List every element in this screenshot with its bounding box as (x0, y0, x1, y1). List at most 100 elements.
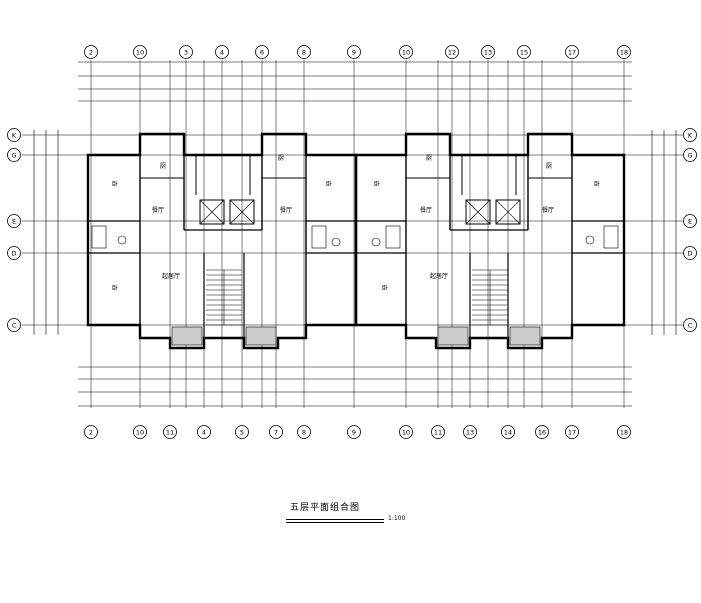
axis-bubble-label: 11 (166, 428, 174, 436)
axis-bubble (399, 425, 413, 439)
room-label: 餐厅 (542, 206, 554, 214)
elevators (199, 199, 521, 225)
axis-bubble-label: 5 (240, 428, 244, 436)
axis-bubble-label: 2 (89, 428, 93, 436)
axis-bubble-label: C (688, 321, 693, 329)
room-label: 起居厅 (162, 272, 180, 280)
axis-bubble (501, 425, 515, 439)
axis-bubble (683, 246, 697, 260)
top-dimension-lines (78, 61, 632, 102)
axis-bubble (517, 45, 531, 59)
axis-bubble-label: 18 (620, 48, 628, 56)
room-label: 餐厅 (152, 206, 164, 214)
axis-bubble (445, 45, 459, 59)
axis-bubble (481, 45, 495, 59)
axis-bubble (7, 148, 21, 162)
bottom-dimension-lines (78, 366, 632, 407)
axis-bubble (197, 425, 211, 439)
axis-bubble-label: 3 (184, 48, 188, 56)
room-label: 卧 (382, 284, 388, 292)
axis-bubble-label: 9 (352, 428, 356, 436)
axis-bubble-label: 9 (352, 48, 356, 56)
axis-bubble-label: 4 (220, 48, 224, 56)
axis-bubble-label: 14 (504, 428, 512, 436)
axis-bubble-label: D (687, 249, 692, 257)
axis-bubble (683, 318, 697, 332)
axis-bubble-label: 13 (484, 48, 492, 56)
axis-bubble-label: 10 (402, 48, 410, 56)
axis-bubble-label: 10 (136, 428, 144, 436)
axis-bubble-label: 10 (402, 428, 410, 436)
axis-bubble-label: 15 (520, 48, 528, 56)
room-labels: 卧 厨 餐厅 起居厅 卧 厨 餐厅 卧 卧 厨 餐厅 起居厅 卧 厨 餐厅 卧 (112, 155, 600, 292)
room-label: 厨 (160, 163, 166, 170)
axis-bubble-label: 4 (202, 428, 206, 436)
axis-bubble-label: 6 (260, 48, 264, 56)
axis-bubble (163, 425, 177, 439)
title-underline-thin (286, 522, 384, 523)
room-label: 餐厅 (280, 206, 292, 214)
vertical-axis-lines (90, 60, 625, 408)
axis-bubble (683, 214, 697, 228)
axis-bubble-label: 8 (302, 428, 306, 436)
axis-bubble (179, 45, 193, 59)
axis-bubble (683, 128, 697, 142)
axis-bubble (617, 425, 631, 439)
axis-bubble (535, 425, 549, 439)
axis-bubble (133, 45, 147, 59)
axis-bubble (565, 45, 579, 59)
axis-bubble-label: E (12, 217, 16, 225)
axis-bubble-label: 17 (568, 48, 576, 56)
axis-bubble-label: C (12, 321, 17, 329)
room-label: 卧 (112, 180, 118, 188)
room-label: 起居厅 (430, 272, 448, 280)
balconies (171, 326, 541, 346)
axis-bubble-label: G (11, 151, 16, 159)
room-label: 卧 (374, 180, 380, 188)
axis-bubble-label: K (688, 131, 693, 139)
axis-bubble-label: G (687, 151, 692, 159)
building-walls (86, 132, 626, 350)
room-label: 卧 (326, 180, 332, 188)
axis-bubble-label: 12 (448, 48, 456, 56)
axis-bubble (7, 128, 21, 142)
axis-bubble (683, 148, 697, 162)
axis-bubble (7, 246, 21, 260)
plan-scale: 1:100 (388, 515, 406, 522)
axis-bubble-label: 13 (466, 428, 474, 436)
title-underline (286, 519, 384, 520)
axis-bubble-label: 11 (434, 428, 442, 436)
stairs (206, 269, 508, 326)
right-dimension-lines (651, 130, 677, 335)
axis-bubble (617, 45, 631, 59)
plan-title: 五层平面组合图 (290, 503, 361, 513)
left-axis-bubbles: K G E D C (7, 128, 21, 332)
axis-bubble-label: 17 (568, 428, 576, 436)
bathroom-fixtures (91, 225, 619, 249)
axis-bubble-label: 8 (302, 48, 306, 56)
axis-bubble (297, 45, 311, 59)
room-label: 卧 (594, 180, 600, 188)
axis-bubble-label: 2 (89, 48, 93, 56)
axis-bubble (84, 425, 98, 439)
drawing-title-block: 五层平面组合图 1:100 (286, 500, 416, 530)
room-label: 餐厅 (420, 206, 432, 214)
axis-bubble (347, 425, 361, 439)
axis-bubble (7, 214, 21, 228)
axis-bubble (399, 45, 413, 59)
axis-bubble (297, 425, 311, 439)
axis-bubble (235, 425, 249, 439)
axis-bubble (7, 318, 21, 332)
left-dimension-lines (33, 130, 59, 335)
axis-bubble-label: K (12, 131, 17, 139)
axis-bubble-label: D (11, 249, 16, 257)
axis-bubble (269, 425, 283, 439)
axis-bubble-label: 16 (538, 428, 546, 436)
axis-bubble (255, 45, 269, 59)
axis-bubble (565, 425, 579, 439)
room-label: 卧 (112, 284, 118, 292)
room-label: 厨 (546, 163, 552, 170)
